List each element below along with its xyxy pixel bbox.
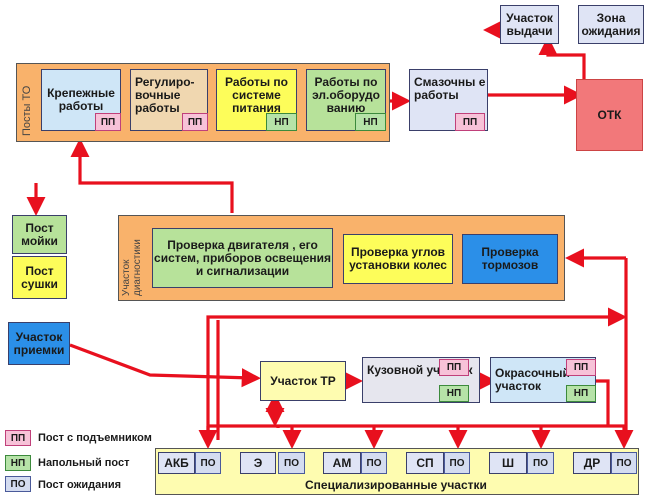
specialized-bar [155,448,639,495]
specialized-title: Специализированные участки [305,478,487,492]
pp-badge-lubrication: ПП [455,113,485,131]
po-badge-dr: ПО [611,452,637,474]
engine-check-box[interactable]: Проверка двигателя , его систем, приборо… [152,228,333,288]
legend-np-badge: НП [5,455,31,471]
legend-np-text: Напольный пост [38,457,130,469]
po-badge-am: ПО [361,452,387,474]
pp-badge-body: ПП [439,359,469,376]
dry-post-label: Пост сушки [21,263,58,291]
otk-label: ОТК [597,107,622,122]
tr-area-box[interactable]: Участок ТР [260,361,346,401]
sp-unit[interactable]: СП [406,452,444,474]
legend-po-text: Пост ожидания [38,479,122,491]
am-unit[interactable]: АМ [323,452,361,474]
np-badge-body: НП [439,385,469,402]
paint-shop-label: Окрасочный участок [495,366,570,393]
adjustment-work-label: Регулиро-вочные работы [135,75,195,115]
waiting-zone-label: Зона ожидания [581,10,641,38]
to-posts-label: Посты ТО [21,85,33,136]
pp-badge-fastening: ПП [95,113,121,131]
reception-area-label: Участок приемки [13,329,65,357]
am-label: АМ [332,455,352,470]
np-badge-electrical: НП [355,113,386,131]
akb-unit[interactable]: АКБ [158,452,195,474]
po-badge-sp: ПО [444,452,470,474]
fastening-work-label: Крепежные работы [47,86,115,113]
po-badge-sh: ПО [527,452,554,474]
issue-area-label: Участок выдачи [506,10,553,38]
sh-label: Ш [501,455,515,470]
legend-pp-text: Пост с подъемником [38,432,152,444]
dry-post-box[interactable]: Пост сушки [12,256,67,299]
tr-area-label: Участок ТР [270,373,336,388]
dr-label: ДР [583,455,601,470]
brake-check-box[interactable]: Проверка тормозов [462,234,558,284]
legend-pp-badge: ПП [5,430,31,446]
otk-box[interactable]: ОТК [576,79,643,151]
po-badge-akb: ПО [195,452,221,474]
po-badge-e: ПО [278,452,305,474]
electrical-work-box[interactable]: Работы по эл.оборудо ванию [306,69,386,131]
fuel-system-work-label: Работы по системе питания [225,75,288,115]
brake-check-label: Проверка тормозов [481,245,539,272]
pp-badge-adjustment: ПП [182,113,208,131]
issue-area-box[interactable]: Участок выдачи [500,5,559,44]
np-badge-paint: НП [566,385,596,402]
wash-post-box[interactable]: Пост мойки [12,215,67,254]
engine-check-label: Проверка двигателя , его систем, приборо… [154,237,331,278]
waiting-zone-box[interactable]: Зона ожидания [578,5,644,44]
lubrication-work-label: Смазочны е работы [414,75,486,102]
e-unit[interactable]: Э [240,452,276,474]
pp-badge-paint: ПП [566,359,596,376]
diagnostics-label: Участок диагностики [121,239,143,296]
wash-post-label: Пост мойки [21,220,58,248]
wheel-alignment-label: Проверка углов установки колес [349,245,447,272]
wheel-alignment-box[interactable]: Проверка углов установки колес [343,234,453,284]
electrical-work-label: Работы по эл.оборудо ванию [312,75,380,115]
sh-unit[interactable]: Ш [489,452,527,474]
akb-label: АКБ [164,455,189,470]
sp-label: СП [416,455,434,470]
reception-area-box[interactable]: Участок приемки [8,322,70,365]
legend-po-badge: ПО [5,476,31,492]
np-badge-fuel: НП [266,113,297,131]
e-label: Э [253,455,263,470]
dr-unit[interactable]: ДР [573,452,611,474]
